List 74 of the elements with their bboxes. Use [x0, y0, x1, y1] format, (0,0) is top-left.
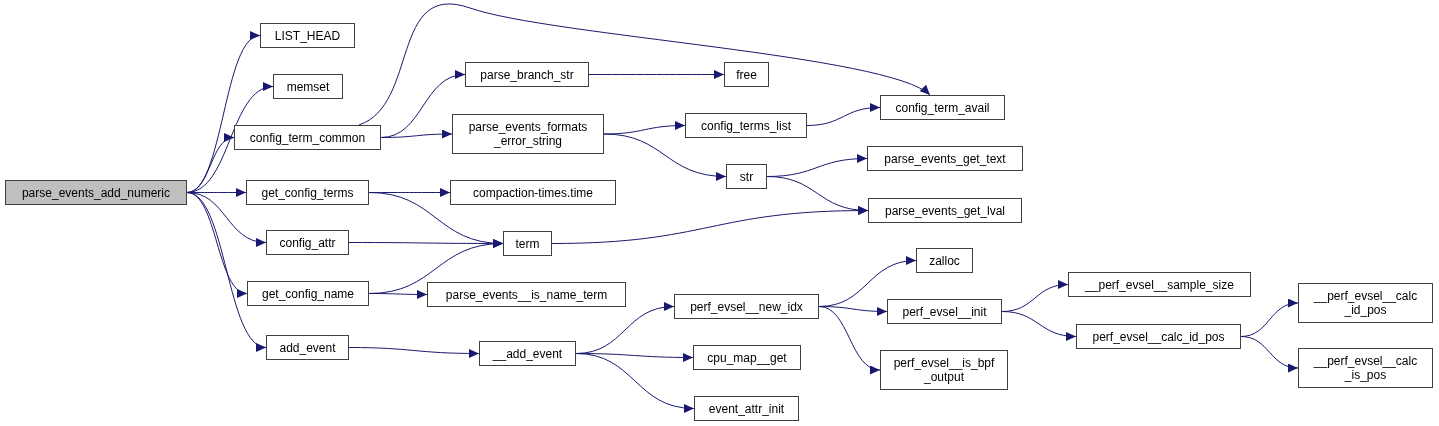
function-name: __add_event [491, 346, 564, 361]
function-box [450, 180, 616, 205]
function-name: parse_events__is_name_term [444, 287, 609, 302]
function-box [1076, 324, 1241, 349]
arrow [588, 70, 725, 79]
function-name: perf_evsel__is_bpf _output [892, 356, 996, 384]
function-box [503, 231, 552, 256]
arrow [1240, 336, 1299, 372]
function-box [694, 396, 799, 421]
function-name: parse_branch_str [479, 67, 575, 82]
function-name: LIST_HEAD [273, 28, 342, 43]
function-name: free [735, 67, 758, 82]
function-name: config_term_avail [894, 100, 991, 115]
function-name: compaction-times.time [471, 185, 594, 200]
arrow [603, 121, 686, 135]
function-box [1068, 272, 1251, 297]
function-box [465, 62, 589, 87]
function-name: perf_evsel__new_idx [689, 299, 804, 314]
function-box [887, 299, 1002, 324]
function-box [5, 180, 187, 205]
arrow [348, 347, 480, 358]
function-name: parse_events_add_numeric [20, 185, 172, 200]
function-box [427, 282, 626, 307]
arrow [818, 306, 881, 373]
function-name: config_attr [278, 235, 337, 250]
function-box [916, 248, 973, 273]
function-box [452, 114, 604, 154]
function-box [260, 23, 355, 48]
function-name: __perf_evsel__sample_size [1084, 277, 1235, 292]
function-name: str [738, 169, 755, 184]
function-box [247, 281, 369, 306]
function-box [726, 164, 767, 189]
function-name: memset [285, 79, 331, 94]
function-name: config_term_common [248, 130, 367, 145]
function-name: config_terms_list [699, 118, 792, 133]
function-box [693, 345, 801, 370]
function-name: parse_events_get_lval [883, 203, 1007, 218]
function-name: parse_events_formats _error_string [467, 120, 589, 148]
function-name: add_event [278, 340, 337, 355]
function-name: __perf_evsel__calc _id_pos [1312, 289, 1419, 317]
function-name: term [514, 236, 541, 251]
arrow [603, 133, 727, 181]
function-box [246, 180, 369, 205]
function-box [234, 125, 381, 150]
arrow [1001, 311, 1077, 341]
function-box [868, 198, 1022, 223]
function-box [266, 335, 349, 360]
function-box [674, 294, 819, 319]
arrow [575, 353, 695, 413]
arrow [358, 3, 931, 126]
function-box [273, 74, 343, 99]
function-box [479, 341, 576, 366]
function-box [880, 350, 1008, 390]
function-box [685, 113, 807, 138]
function-name: event_attr_init [707, 401, 786, 416]
function-name: perf_evsel__calc_id_pos [1091, 329, 1226, 344]
function-box [266, 230, 349, 255]
function-name: perf_evsel__init [901, 304, 988, 319]
function-name: __perf_evsel__calc _is_pos [1312, 354, 1419, 382]
function-box [724, 62, 769, 87]
function-name: get_config_name [260, 286, 356, 301]
function-box [1298, 348, 1433, 388]
function-box [880, 95, 1005, 120]
arrow [368, 289, 428, 299]
function-name: cpu_map__get [706, 350, 788, 365]
arrow [186, 192, 267, 349]
function-box [867, 146, 1023, 171]
arrow [380, 129, 453, 139]
function-name: zalloc [928, 253, 961, 268]
function-name: parse_events_get_text [883, 151, 1007, 166]
function-box [1298, 283, 1433, 323]
function-name: get_config_terms [260, 185, 355, 200]
arrow [806, 103, 881, 126]
arrow [766, 176, 869, 215]
